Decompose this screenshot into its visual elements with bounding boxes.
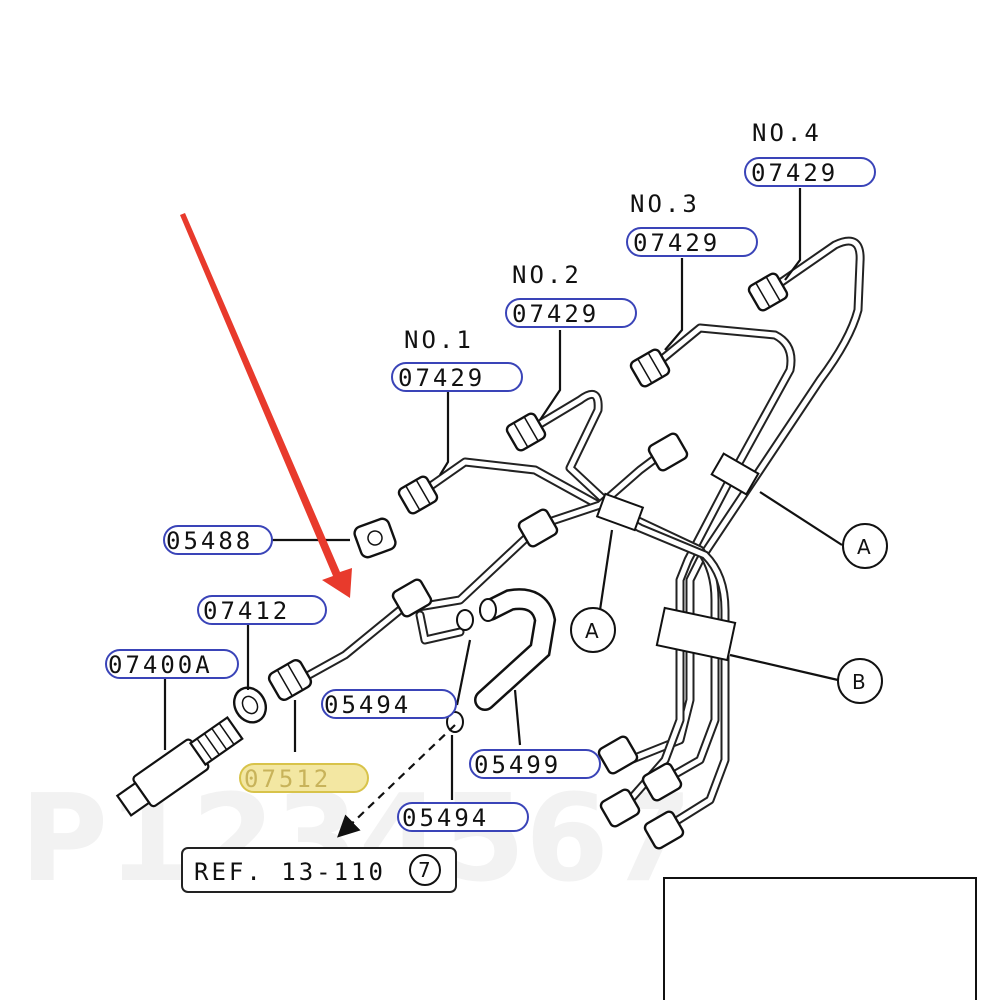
column-number: NO.4 (752, 119, 822, 147)
leader-lines (163, 188, 843, 838)
column-no3: NO.3 07429 (626, 190, 758, 257)
part-number: 07429 (633, 229, 720, 257)
return-hose (474, 588, 557, 711)
svg-text:A: A (585, 619, 599, 643)
nut-icon (517, 508, 559, 548)
column-number: NO.3 (630, 190, 700, 218)
svg-text:07512: 07512 (244, 765, 331, 793)
part-07512-highlighted: 07512 (239, 763, 369, 793)
callout-a-right: A (842, 523, 888, 569)
part-pill (626, 227, 758, 257)
part-05488: 05488 (163, 525, 273, 555)
callout-a-center: A (570, 607, 616, 653)
part-pill (744, 157, 876, 187)
nut-icon (391, 578, 433, 618)
nut-icon (747, 272, 789, 312)
part-number: 07429 (751, 159, 838, 187)
nut-icon (267, 659, 313, 701)
pipe-nuts (232, 272, 789, 850)
clip-icon (456, 609, 474, 631)
column-number: NO.2 (512, 261, 582, 289)
nut-icon (641, 762, 683, 802)
callout-b: B (837, 658, 883, 704)
svg-text:07400A: 07400A (108, 651, 213, 679)
part-07400a: 07400A (105, 649, 239, 679)
nut-icon (629, 348, 671, 388)
reference-text: REF. 13-110 (194, 858, 386, 886)
reference-box: REF. 13-110 7 (181, 847, 457, 893)
column-no1: NO.1 07429 (391, 326, 523, 392)
column-number: NO.1 (404, 326, 474, 354)
svg-text:05499: 05499 (474, 751, 561, 779)
part-05494-upper: 05494 (321, 689, 457, 719)
nut-icon (599, 788, 641, 828)
svg-text:05494: 05494 (324, 691, 411, 719)
svg-text:05494: 05494 (402, 804, 489, 832)
nut-icon (597, 735, 639, 775)
clip-icon (446, 711, 464, 733)
part-number: 07429 (512, 300, 599, 328)
nut-icon (643, 810, 685, 850)
pipe-clamps (595, 452, 760, 662)
svg-text:A: A (857, 535, 871, 559)
svg-text:B: B (852, 670, 866, 694)
injector-nozzle (115, 715, 244, 817)
part-pill (505, 298, 637, 328)
part-05494-lower: 05494 (397, 802, 529, 832)
nut-icon (647, 432, 689, 472)
part-number: 07429 (398, 364, 485, 392)
reference-circle-icon (409, 854, 441, 886)
reference-circled-number: 7 (418, 858, 431, 882)
washer-icon (232, 686, 268, 724)
column-no4: NO.4 07429 (744, 119, 876, 187)
adjacent-frame (663, 877, 977, 1000)
svg-text:05488: 05488 (166, 527, 253, 555)
svg-text:07412: 07412 (203, 597, 290, 625)
red-arrow-icon (180, 213, 352, 598)
part-05499: 05499 (469, 749, 601, 779)
nut-icon (505, 412, 547, 452)
part-07412: 07412 (197, 595, 327, 625)
nut-icon (353, 517, 397, 559)
nut-icon (397, 475, 439, 515)
part-pill (391, 362, 523, 392)
column-no2: NO.2 07429 (505, 261, 637, 328)
